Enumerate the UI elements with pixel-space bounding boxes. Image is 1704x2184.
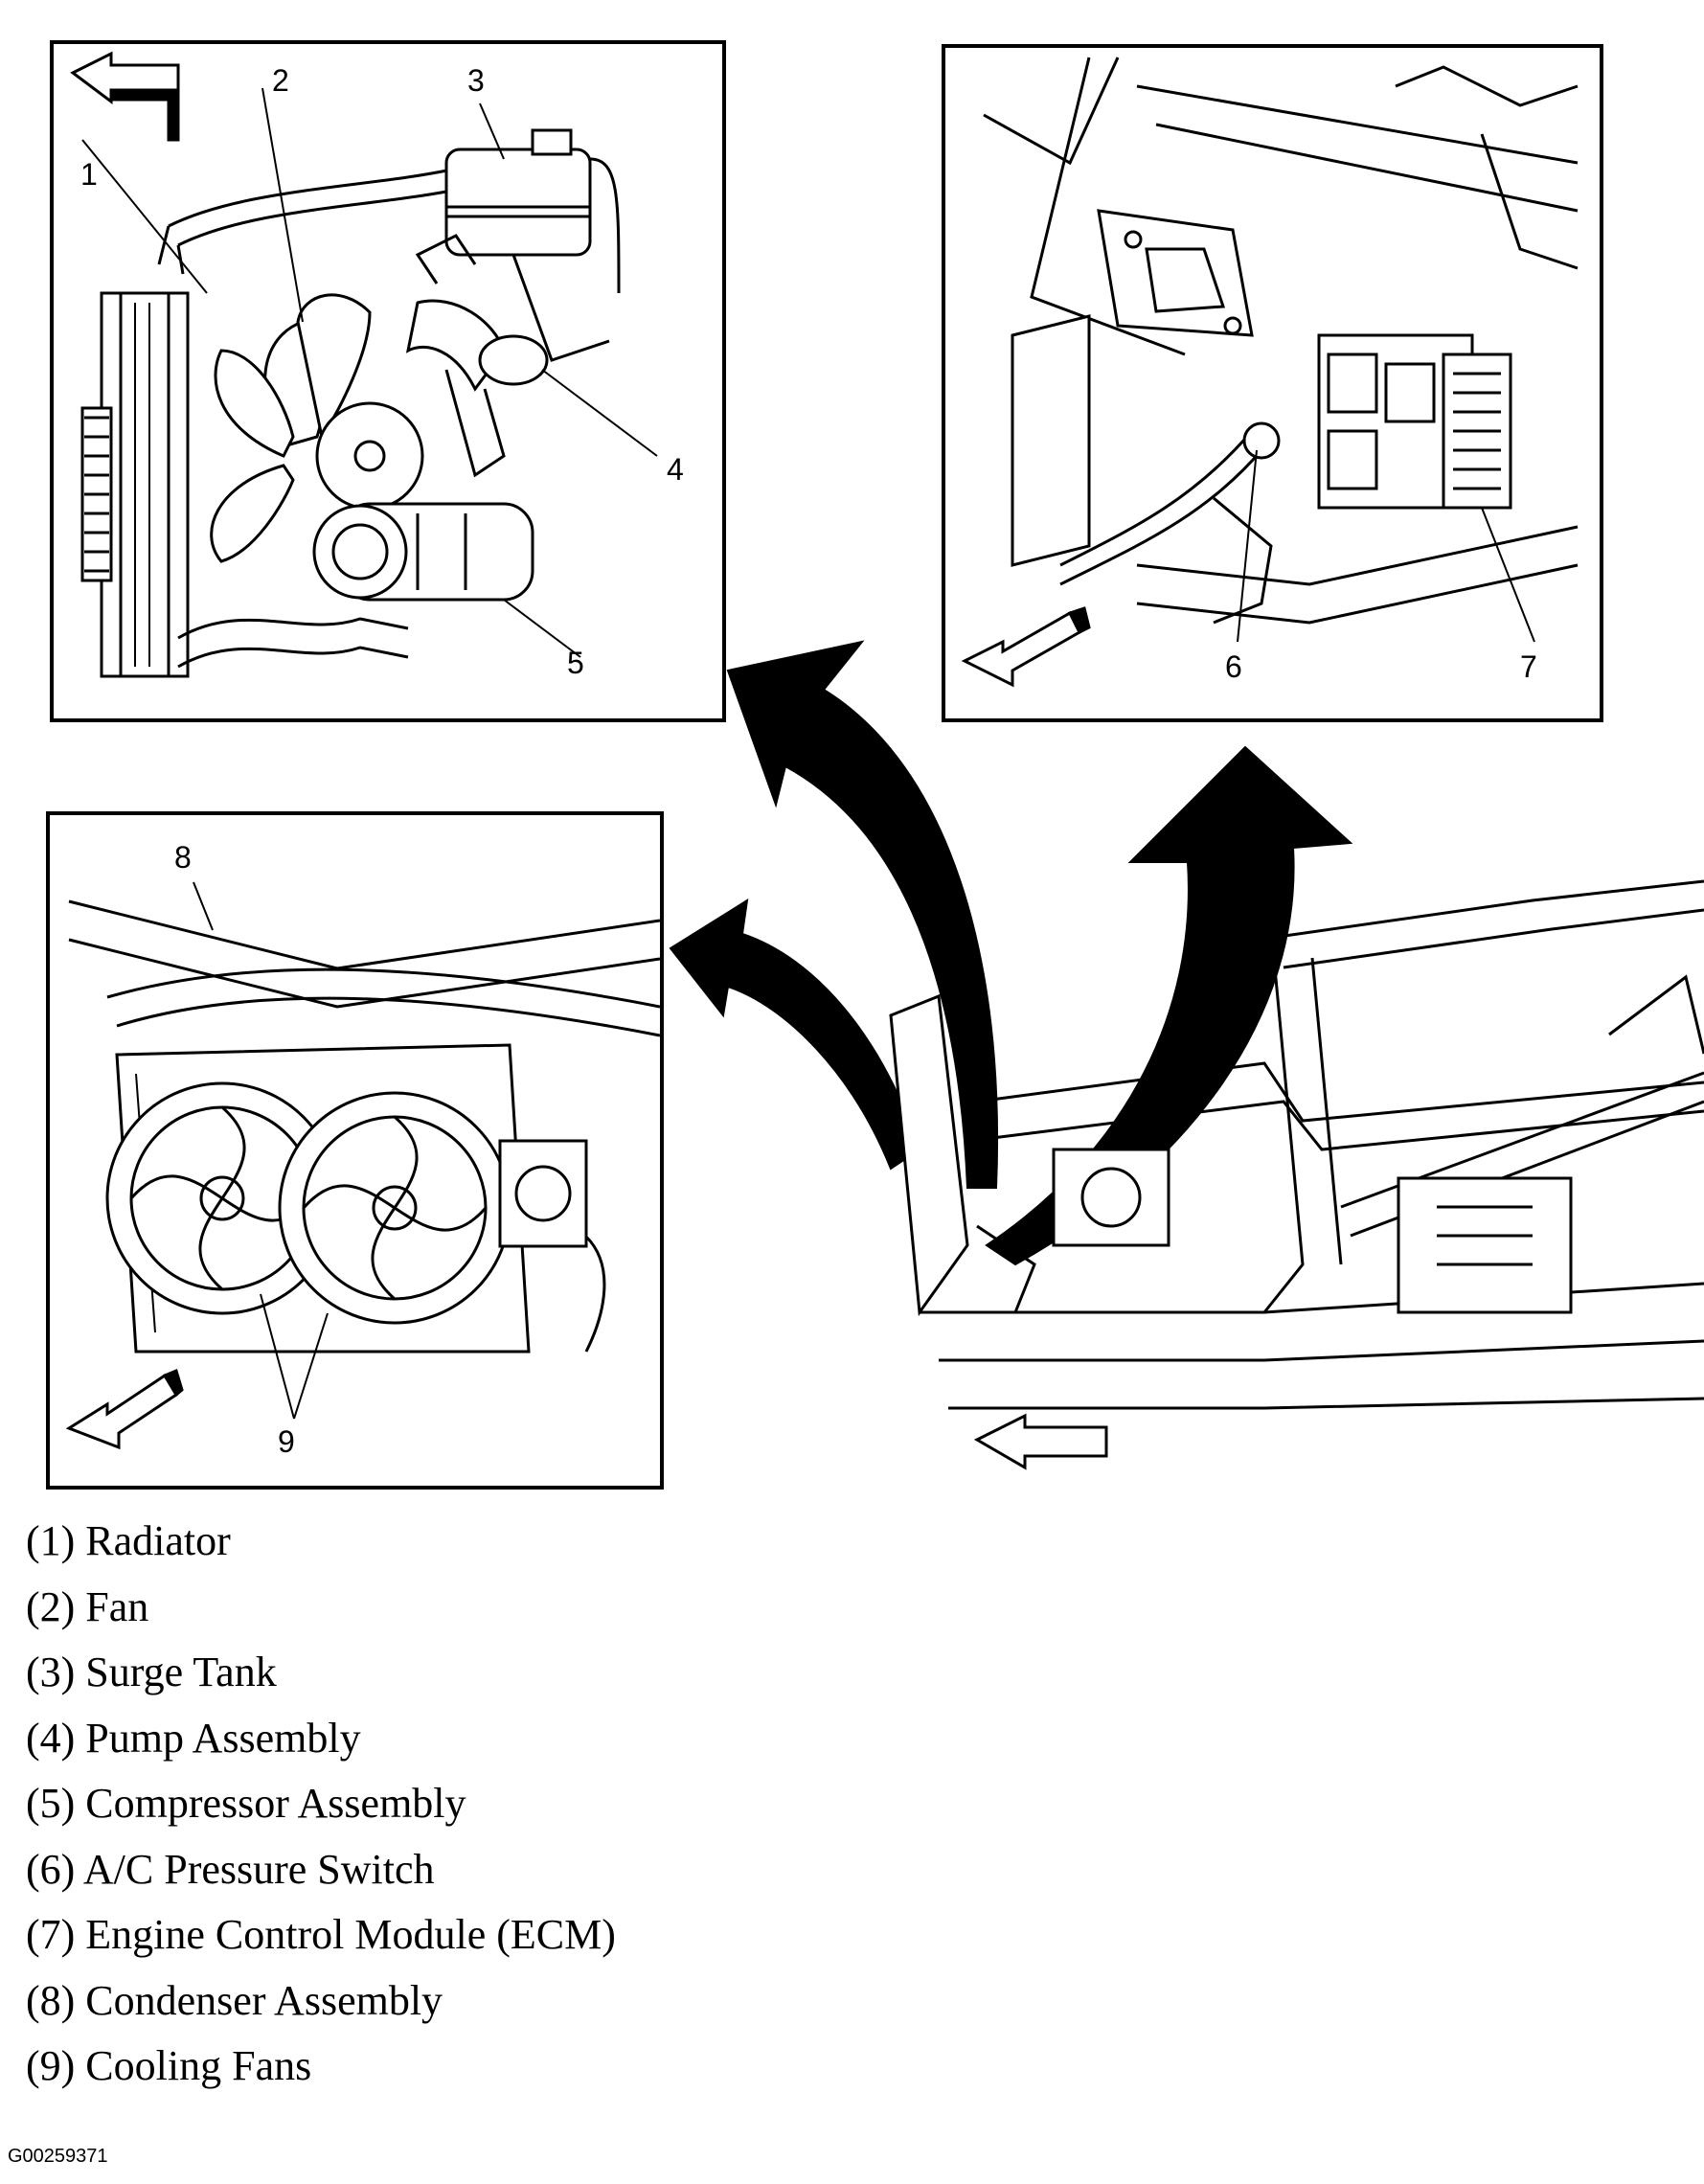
condenser-fans-illustration bbox=[65, 881, 660, 1450]
detail-view-radiator-fan: 1 2 3 4 5 bbox=[50, 40, 726, 722]
ecm-illustration bbox=[961, 57, 1579, 688]
legend-item-ecm: (7) Engine Control Module (ECM) bbox=[26, 1911, 616, 1958]
ecm-shape bbox=[1317, 333, 1512, 510]
arrow-to-condenser-view bbox=[669, 899, 921, 1171]
callout-1: 1 bbox=[80, 157, 98, 192]
curved-arrows-graphic bbox=[669, 640, 1353, 1266]
callout-2: 2 bbox=[272, 63, 289, 98]
legend-item-ac-pressure-switch: (6) A/C Pressure Switch bbox=[26, 1845, 435, 1893]
surge-tank-shape bbox=[444, 128, 621, 362]
overview-vehicle-front bbox=[862, 862, 1704, 1533]
arrow-to-radiator-view bbox=[726, 640, 999, 1189]
callout-9: 9 bbox=[278, 1424, 295, 1459]
legend-item-fan: (2) Fan bbox=[26, 1582, 149, 1630]
legend-item-condenser-assembly: (8) Condenser Assembly bbox=[26, 1976, 443, 2024]
fan-shape bbox=[210, 293, 424, 563]
legend-item-compressor-assembly: (5) Compressor Assembly bbox=[26, 1780, 466, 1827]
detail-view-condenser: 8 9 bbox=[46, 811, 664, 1490]
radiator-shape bbox=[80, 291, 190, 678]
callout-5: 5 bbox=[567, 646, 584, 680]
cooling-fans-shape bbox=[105, 1081, 511, 1325]
compressor-shape bbox=[312, 502, 534, 602]
callout-3: 3 bbox=[467, 63, 485, 98]
callout-6: 6 bbox=[1225, 649, 1242, 684]
view-arrow-icon bbox=[65, 1368, 184, 1450]
bracket-shape bbox=[1097, 209, 1254, 337]
direction-arrow-icon bbox=[70, 51, 180, 142]
pump-shape bbox=[405, 234, 549, 478]
callout-7: 7 bbox=[1520, 649, 1537, 684]
view-arrow-icon bbox=[961, 606, 1091, 688]
component-legend: (1) Radiator (2) Fan (3) Surge Tank (4) … bbox=[26, 1509, 888, 2100]
legend-item-surge-tank: (3) Surge Tank bbox=[26, 1649, 277, 1695]
indicator-arrows bbox=[669, 640, 1353, 1266]
detail-view-ecm: 6 7 bbox=[942, 44, 1603, 722]
callout-8: 8 bbox=[174, 840, 192, 875]
front-direction-arrow-icon bbox=[973, 1413, 1108, 1470]
pressure-switch-shape bbox=[1059, 421, 1281, 625]
legend-item-radiator: (1) Radiator bbox=[26, 1517, 231, 1564]
radiator-fan-illustration bbox=[70, 51, 658, 678]
legend-item-cooling-fans: (9) Cooling Fans bbox=[26, 2042, 312, 2089]
callout-4: 4 bbox=[667, 452, 684, 487]
legend-item-pump-assembly: (4) Pump Assembly bbox=[26, 1714, 361, 1762]
figure-id: G00259371 bbox=[8, 2146, 108, 2167]
vehicle-front-illustration bbox=[889, 879, 1704, 1470]
